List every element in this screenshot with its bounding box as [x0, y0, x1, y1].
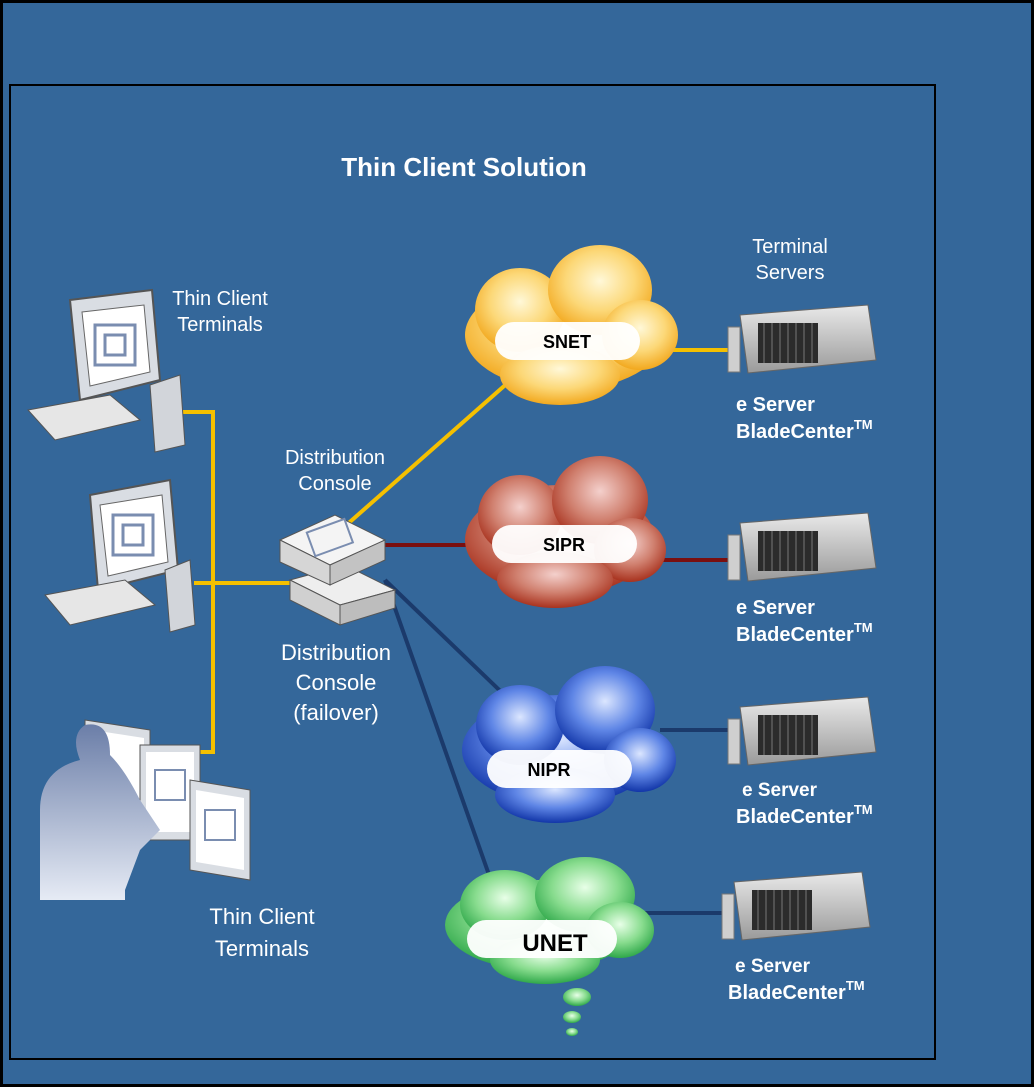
failover-console-label-line1: Distribution: [281, 640, 391, 665]
diagram-title: Thin Client Solution: [341, 152, 587, 182]
console-to-snet-line: [341, 370, 522, 530]
svg-text:BladeCenterTM: BladeCenterTM: [736, 417, 873, 443]
svg-text:BladeCenterTM: BladeCenterTM: [736, 620, 873, 646]
blade-server-2: [727, 512, 877, 582]
failover-console-label-line2: Console: [296, 670, 377, 695]
server-label-4: e Server BladeCenterTM: [728, 956, 865, 1004]
network-label-unet: UNET: [522, 930, 588, 957]
thin-client-workstation-2: [44, 478, 196, 633]
svg-text:BladeCenterTM: BladeCenterTM: [728, 978, 865, 1004]
distribution-console-label-line2: Console: [298, 473, 371, 495]
server-label-1: e Server BladeCenterTM: [736, 394, 873, 443]
terminal-servers-label-line2: Servers: [756, 262, 825, 284]
svg-text:BladeCenterTM: BladeCenterTM: [736, 802, 873, 828]
thin-client-bottom-label-line1: Thin Client: [209, 904, 314, 929]
link-lines: [151, 348, 730, 915]
failover-console-label-line3: (failover): [293, 700, 379, 725]
server-3-line2: BladeCenter: [736, 806, 854, 828]
server-label-2: e Server BladeCenterTM: [736, 597, 873, 646]
server-4-tm: TM: [846, 978, 865, 993]
server-1-tm: TM: [854, 417, 873, 432]
person-silhouette-icon: [40, 724, 160, 900]
cloud-sipr: SIPR: [465, 456, 666, 608]
terminal-servers-label-line1: Terminal: [752, 236, 828, 258]
server-4-line2: BladeCenter: [728, 982, 846, 1004]
cloud-unet: UNET: [445, 857, 654, 1036]
blade-server-3: [727, 696, 877, 766]
distribution-console-label-line1: Distribution: [285, 447, 385, 469]
thin-client-top-label-line1: Thin Client: [172, 288, 268, 310]
cloud-nipr: NIPR: [462, 666, 676, 823]
thin-client-workstation-1: [27, 288, 186, 453]
server-1-line2: BladeCenter: [736, 421, 854, 443]
server-2-tm: TM: [854, 620, 873, 635]
thin-client-top-label-line2: Terminals: [177, 314, 263, 336]
server-4-line1: e Server: [735, 956, 811, 977]
blade-server-1: [727, 304, 877, 374]
console-to-unet-line: [383, 579, 496, 890]
network-label-sipr: SIPR: [543, 535, 585, 555]
inner-frame: [9, 84, 936, 1060]
network-label-nipr: NIPR: [527, 760, 570, 780]
cloud-snet: SNET: [465, 245, 678, 405]
network-label-snet: SNET: [543, 332, 591, 352]
server-label-3: e Server BladeCenterTM: [736, 780, 873, 828]
server-1-line1: e Server: [736, 394, 815, 416]
server-3-line1: e Server: [742, 780, 818, 801]
server-2-line1: e Server: [736, 597, 815, 619]
server-3-tm: TM: [854, 802, 873, 817]
console-to-nipr-line: [383, 578, 522, 712]
server-2-line2: BladeCenter: [736, 624, 854, 646]
distribution-console-stack: [278, 514, 397, 626]
thin-client-bottom-label-line2: Terminals: [215, 936, 309, 961]
blade-server-4: [721, 871, 871, 941]
thin-client-multi-monitor-station: [40, 719, 251, 900]
